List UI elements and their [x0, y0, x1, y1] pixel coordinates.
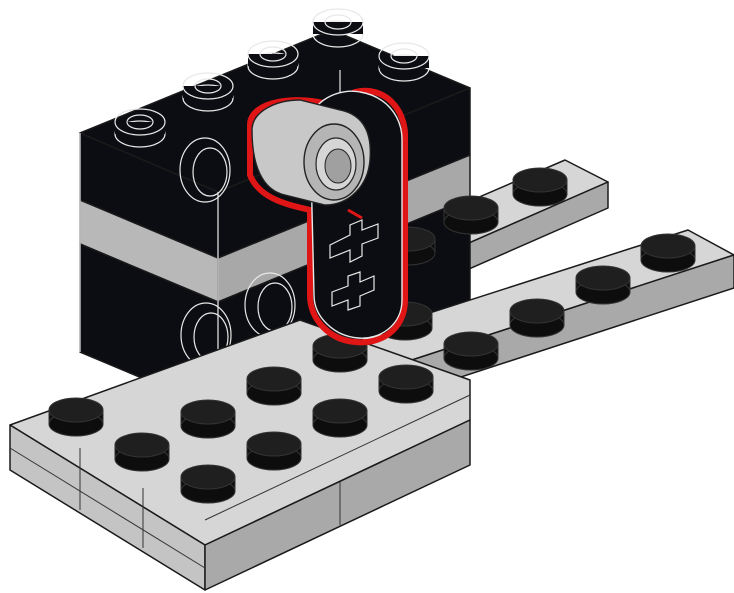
base-plate [10, 320, 470, 590]
